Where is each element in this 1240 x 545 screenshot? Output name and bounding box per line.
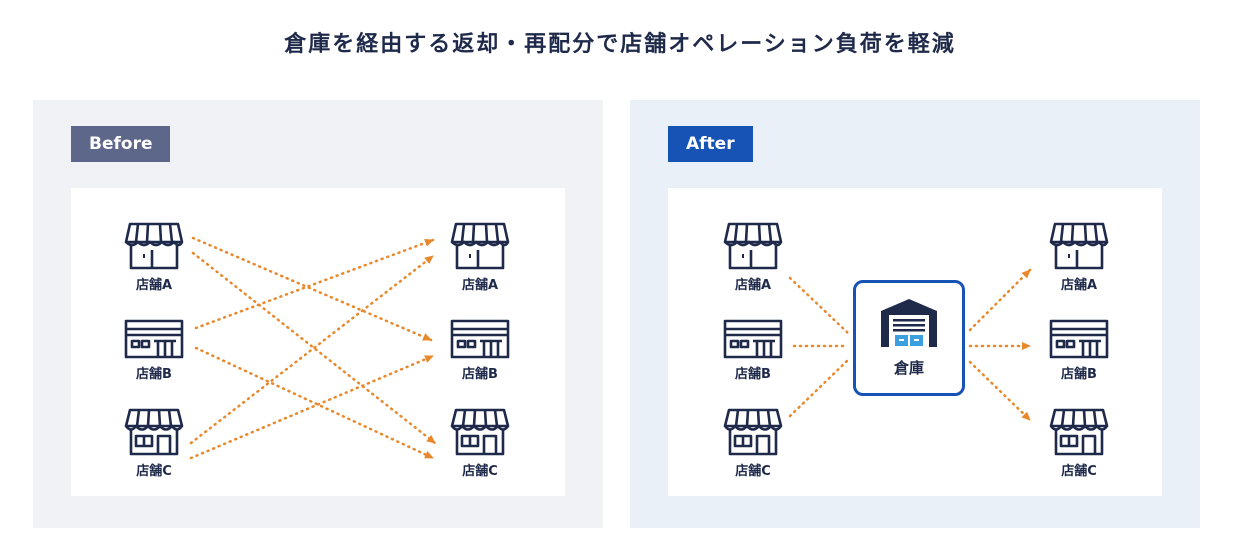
store-label: 店舗A [461,278,499,293]
store-label: 店舗C [462,464,498,479]
store-a-left: 店舗A [109,220,199,293]
store-shopfront-icon [723,319,783,359]
store-label: 店舗C [136,464,172,479]
store-canopy-icon [450,408,510,456]
arrow-a-to-b [191,236,433,342]
before-arrows [189,236,437,460]
store-canopy-icon [124,408,184,456]
store-label: 店舗A [135,278,173,293]
before-panel: Before [33,100,603,528]
store-label: 店舗A [734,278,772,293]
store-awning-icon [124,222,184,270]
after-tag: After [668,126,753,162]
store-c-left: 店舗C [708,406,798,479]
store-b-right: 店舗B [435,319,525,382]
store-c-right: 店舗C [1034,406,1124,479]
arrow-c-to-b [189,354,435,460]
store-label: 店舗B [136,367,172,382]
store-awning-icon [450,222,510,270]
store-a-right: 店舗A [435,220,525,293]
warehouse-box: 倉庫 [853,280,965,396]
warehouse-icon [881,299,937,347]
store-awning-icon [723,222,783,270]
store-a-right: 店舗A [1034,220,1124,293]
store-awning-icon [1049,222,1109,270]
store-canopy-icon [1049,408,1109,456]
arrow-b-to-a [194,238,435,330]
store-label: 店舗C [735,464,771,479]
arrow-store-c-to-warehouse [788,358,850,418]
store-a-left: 店舗A [708,220,798,293]
arrow-b-to-c [194,346,435,460]
arrow-store-a-to-warehouse [788,276,850,335]
store-c-left: 店舗C [109,406,199,479]
arrow-c-to-a [189,254,435,445]
store-shopfront-icon [1049,319,1109,359]
after-card: 店舗A 店舗B [668,188,1162,496]
store-label: 店舗C [1061,464,1097,479]
store-shopfront-icon [450,319,510,359]
store-canopy-icon [723,408,783,456]
before-tag: Before [71,126,171,162]
after-panel: After [630,100,1200,528]
before-card: 店舗A 店舗B [71,188,565,496]
store-label: 店舗B [735,367,771,382]
store-b-left: 店舗B [708,319,798,382]
arrow-warehouse-to-store-a [968,268,1032,332]
arrow-warehouse-to-store-c [968,360,1032,422]
diagram-title: 倉庫を経由する返却・再配分で店舗オペレーション負荷を軽減 [284,32,956,57]
after-arrows [788,268,1032,422]
store-b-right: 店舗B [1034,319,1124,382]
store-label: 店舗A [1060,278,1098,293]
store-c-right: 店舗C [435,406,525,479]
store-b-left: 店舗B [109,319,199,382]
warehouse-label: 倉庫 [893,359,924,377]
store-label: 店舗B [1061,367,1097,382]
store-label: 店舗B [462,367,498,382]
store-shopfront-icon [124,319,184,359]
